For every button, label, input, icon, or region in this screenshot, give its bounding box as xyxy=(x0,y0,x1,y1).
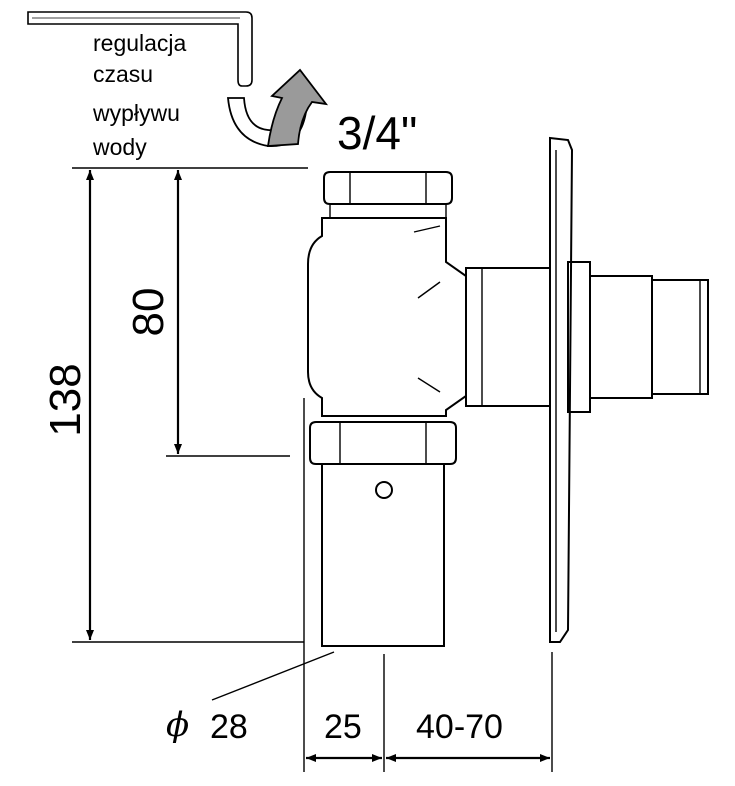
diameter-value-label: 28 xyxy=(210,708,248,746)
extension-lines xyxy=(72,167,553,772)
allen-key-icon xyxy=(27,11,253,87)
diameter-symbol: ϕ xyxy=(166,705,189,745)
dimension-40-70-label: 40-70 xyxy=(416,708,503,746)
dimension-138-label: 138 xyxy=(41,363,90,436)
dimension-25-label: 25 xyxy=(324,708,362,746)
thread-size-label: 3/4" xyxy=(337,107,417,159)
rotation-arrow-icon xyxy=(227,68,329,147)
note-line-4: wody xyxy=(92,134,147,160)
note-line-2: czasu xyxy=(93,61,153,87)
dimension-80-label: 80 xyxy=(124,288,173,337)
note-line-3: wypływu xyxy=(92,100,180,126)
valve-body xyxy=(307,136,709,647)
dimension-arrows xyxy=(86,170,550,762)
adjustment-note: regulacja czasu wypływu wody xyxy=(92,30,187,160)
note-line-1: regulacja xyxy=(93,30,187,56)
